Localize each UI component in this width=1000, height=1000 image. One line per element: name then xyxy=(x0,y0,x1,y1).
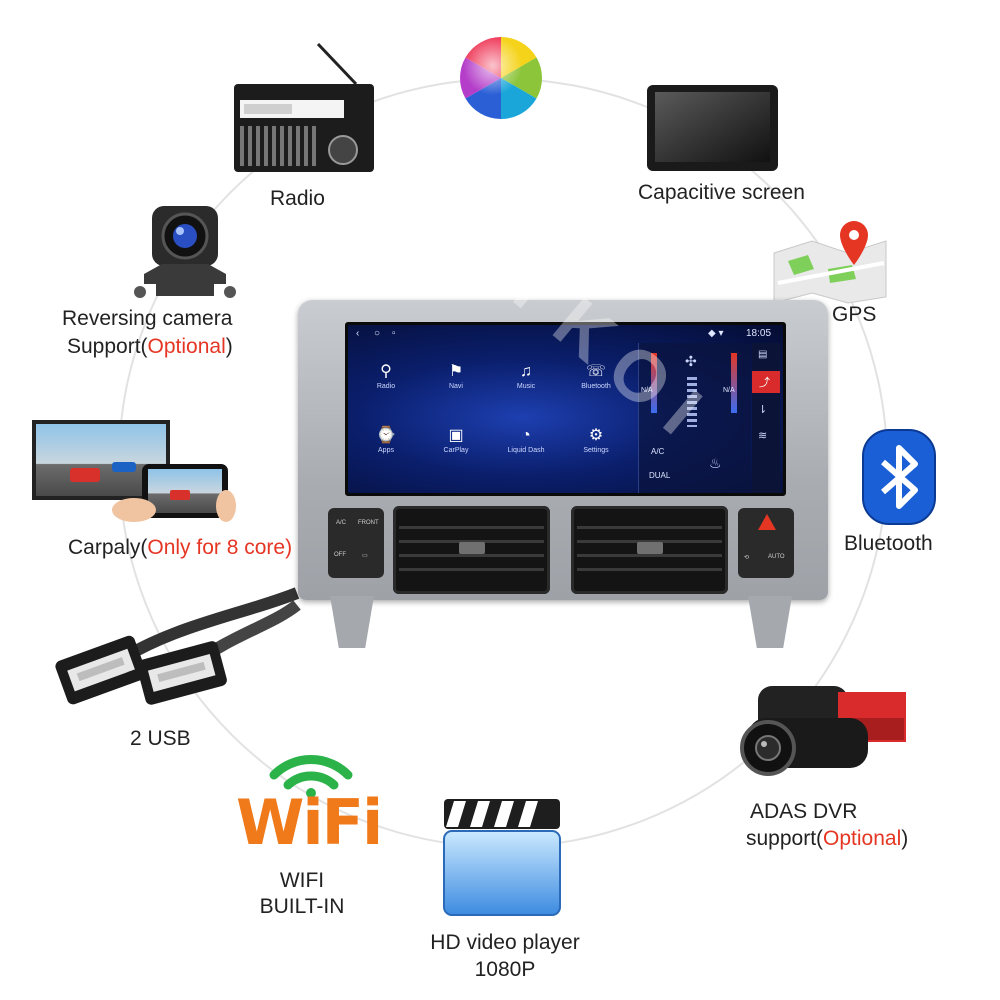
button-auto[interactable]: AUTO xyxy=(768,554,785,560)
bluetooth-label: Bluetooth xyxy=(844,532,933,555)
temp-right-bar[interactable] xyxy=(731,353,737,413)
carplay-text: Carpaly( xyxy=(68,536,148,559)
wifi-builtin-label: BUILT-IN xyxy=(259,895,345,918)
music-note-icon: ♫ xyxy=(520,363,532,380)
wifi-status-icon: ◆ ▾ xyxy=(708,328,724,339)
right-button-pad: ⟲ AUTO xyxy=(738,508,794,578)
app-label: Settings xyxy=(583,447,609,454)
adas-support-text: support( xyxy=(746,827,824,850)
ac-button[interactable]: A/C xyxy=(651,447,665,456)
wifi-logo: WiFi xyxy=(236,786,383,859)
carplay-label: Carpaly(Only for 8 core) xyxy=(68,535,292,561)
left-vent-knob[interactable] xyxy=(459,542,485,554)
gps-map-icon xyxy=(773,221,887,304)
left-air-vent[interactable] xyxy=(393,506,550,594)
app-label: Music xyxy=(516,383,536,390)
app-settings[interactable]: ⚙ Settings xyxy=(566,425,626,454)
fan-speed-bar[interactable] xyxy=(687,377,697,427)
wifi-label: WIFI xyxy=(279,869,325,892)
capacitive-screen-label: Capacitive screen xyxy=(638,181,805,204)
paren-close: ) xyxy=(225,335,233,358)
dual-button[interactable]: DUAL xyxy=(649,471,671,480)
clock: 18:05 xyxy=(746,328,772,339)
video-resolution-label: 1080P xyxy=(474,958,536,981)
hazard-button[interactable] xyxy=(758,514,776,530)
video-label: HD video player xyxy=(430,931,580,954)
antenna-icon: ⚲ xyxy=(380,363,392,380)
gps-label: GPS xyxy=(832,303,877,326)
sidebar-car-icon[interactable]: ▤ xyxy=(758,349,768,360)
adas-paren-close: ) xyxy=(901,827,909,850)
bluetooth-icon xyxy=(862,429,936,525)
color-wheel-icon xyxy=(460,37,542,119)
gear-icon: ⚙ xyxy=(588,427,604,444)
app-label: CarPlay xyxy=(443,447,469,454)
app-liquid-dash[interactable]: ◔ Liquid Dash xyxy=(496,425,556,454)
usb-label: 2 USB xyxy=(130,727,191,750)
seat-icon: ⤴ xyxy=(759,377,770,389)
watch-icon: ⌚ xyxy=(376,427,396,444)
reversing-camera-icon xyxy=(134,206,236,298)
wifi-signal-icon xyxy=(269,755,353,797)
tablet-screen-icon xyxy=(647,85,778,171)
vent-icon[interactable]: ⇂ xyxy=(758,404,768,416)
carplay-note: Only for 8 core) xyxy=(147,536,293,559)
defrost-icon[interactable]: ≋ xyxy=(758,430,768,442)
usb-cable-icon xyxy=(55,587,301,705)
climate-panel: N/A N/A ✣ A/C DUAL ♨ xyxy=(638,343,751,493)
app-label: Apps xyxy=(378,447,394,454)
home-icon[interactable]: ○ xyxy=(374,328,381,339)
fan-icon[interactable]: ✣ xyxy=(685,353,697,369)
temp-right-value: N/A xyxy=(723,387,735,394)
bezel-leg-left xyxy=(330,596,374,648)
dashcam-icon xyxy=(740,686,906,776)
right-air-vent[interactable] xyxy=(571,506,728,594)
phone-icon: ☏ xyxy=(585,363,606,380)
button-recirculate[interactable]: ⟲ xyxy=(744,555,750,561)
seat-heat-icon[interactable]: ♨ xyxy=(709,455,722,471)
status-bar: ‹ ○ ▫ ◆ ▾ 18:05 xyxy=(348,325,783,343)
optional-text: Optional xyxy=(147,335,226,358)
map-pin-icon: ⚑ xyxy=(448,363,464,380)
head-unit-screen[interactable]: ‹ ○ ▫ ◆ ▾ 18:05 ⚲ Radio ⚑ Navi ♫ Music ☏… xyxy=(345,322,786,496)
app-music[interactable]: ♫ Music xyxy=(496,361,556,390)
button-ac[interactable]: A/C xyxy=(336,520,347,526)
app-label: Liquid Dash xyxy=(507,447,545,454)
carplay-icon: ▣ xyxy=(448,427,464,444)
back-icon[interactable]: ‹ xyxy=(356,328,360,339)
gauge-icon: ◔ xyxy=(521,427,531,444)
app-navi[interactable]: ⚑ Navi xyxy=(426,361,486,390)
app-label: Navi xyxy=(448,383,463,390)
app-radio[interactable]: ⚲ Radio xyxy=(356,361,416,390)
support-text: Support( xyxy=(67,335,148,358)
radio-label: Radio xyxy=(270,187,325,210)
temp-left-bar[interactable] xyxy=(651,353,657,413)
app-carplay[interactable]: ▣ CarPlay xyxy=(426,425,486,454)
recent-apps-icon[interactable]: ▫ xyxy=(392,328,396,339)
left-button-pad: A/C FRONT OFF ▭ xyxy=(328,508,384,578)
button-off[interactable]: OFF xyxy=(334,552,346,558)
adas-label: ADAS DVR xyxy=(750,800,858,823)
right-vent-knob[interactable] xyxy=(637,542,663,554)
screen-sidebar: ▤ ⤴ ⇂ ≋ xyxy=(752,343,780,493)
app-label: Radio xyxy=(376,383,396,390)
button-rear-defrost[interactable]: ▭ xyxy=(362,553,368,559)
carplay-mirror-icon xyxy=(32,420,236,522)
reversing-camera-support: Support(Optional) xyxy=(67,334,233,360)
reversing-camera-label: Reversing camera xyxy=(62,307,233,330)
app-apps[interactable]: ⌚ Apps xyxy=(356,425,416,454)
temp-left-value: N/A xyxy=(641,387,653,394)
adas-optional-text: Optional xyxy=(823,827,902,850)
sidebar-active-tab[interactable] xyxy=(752,371,780,393)
button-front[interactable]: FRONT xyxy=(358,520,379,526)
app-label: Bluetooth xyxy=(581,383,611,390)
adas-support: support(Optional) xyxy=(746,826,908,852)
video-player-icon xyxy=(443,799,561,916)
radio-icon xyxy=(234,42,374,172)
app-bluetooth[interactable]: ☏ Bluetooth xyxy=(566,361,626,390)
